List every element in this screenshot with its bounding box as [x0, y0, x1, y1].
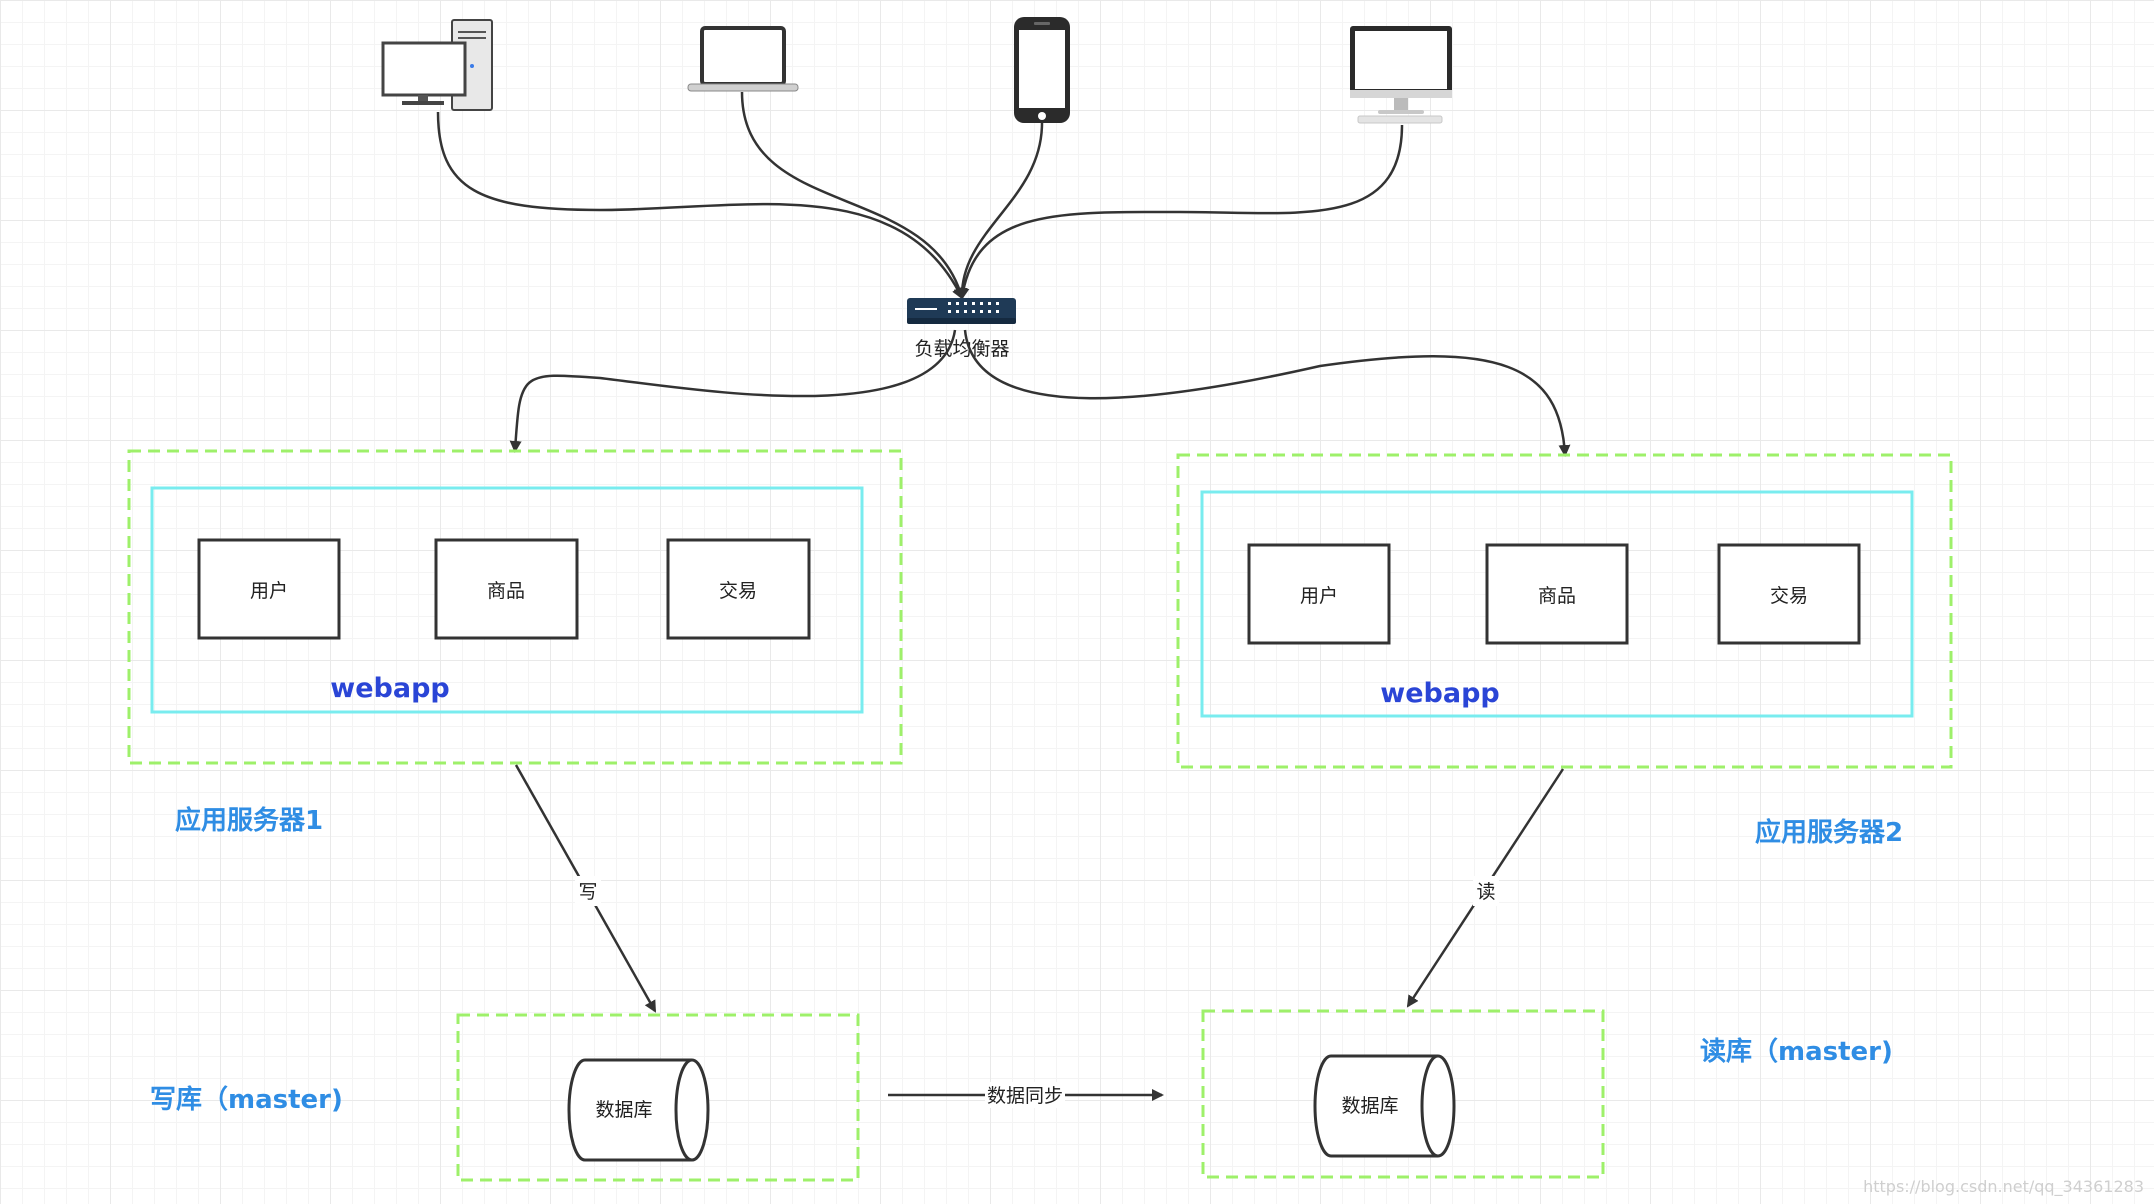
server-boundary — [1176, 453, 1953, 769]
db-connections — [514, 764, 1565, 1013]
svg-text:商品: 商品 — [487, 580, 525, 602]
db-boundary — [1201, 1009, 1605, 1179]
server-boundary — [127, 449, 903, 765]
database-icon — [1313, 1054, 1456, 1158]
read-db-label: 读库（master) — [1700, 1037, 1893, 1067]
svg-text:交易: 交易 — [1770, 585, 1808, 607]
module-box-trade: 交易 — [1717, 543, 1861, 645]
server-label-1: 应用服务器1 — [175, 805, 323, 836]
load-balancer-label: 负载均衡器 — [914, 338, 1009, 360]
webapp-label: webapp — [1380, 678, 1499, 709]
webapp-container — [150, 486, 864, 714]
svg-text:交易: 交易 — [719, 580, 757, 602]
svg-text:用户: 用户 — [250, 580, 288, 602]
write-edge-label: 写 — [578, 881, 597, 903]
app-server-2: 用户 商品 交易 webapp — [1176, 453, 1953, 769]
module-box-user: 用户 — [1247, 543, 1391, 645]
db-boundary — [456, 1013, 860, 1182]
database-label: 数据库 — [1341, 1095, 1398, 1117]
network-switch-icon — [907, 298, 1016, 324]
sync-label: 数据同步 — [987, 1085, 1063, 1107]
smartphone-icon — [1014, 17, 1070, 123]
module-box-product: 商品 — [434, 538, 579, 640]
laptop-icon — [687, 26, 799, 92]
webapp-container — [1200, 490, 1914, 718]
database-icon — [567, 1058, 710, 1162]
desktop-pc-icon — [381, 19, 493, 111]
server-connections — [509, 329, 1571, 457]
app-server-1: 用户 商品 交易 webapp — [127, 449, 903, 765]
server-label-2: 应用服务器2 — [1755, 817, 1903, 848]
module-box-product: 商品 — [1485, 543, 1629, 645]
client-connections — [436, 91, 1404, 300]
module-box-trade: 交易 — [666, 538, 811, 640]
imac-icon — [1350, 26, 1452, 124]
write-db-label: 写库（master) — [150, 1085, 343, 1115]
watermark: https://blog.csdn.net/qq_34361283 — [1863, 1177, 2144, 1197]
svg-text:商品: 商品 — [1538, 585, 1576, 607]
read-edge-label: 读 — [1476, 881, 1495, 903]
svg-text:用户: 用户 — [1300, 585, 1338, 607]
read-db-group: 数据库 — [1201, 1009, 1605, 1179]
module-box-user: 用户 — [197, 538, 341, 640]
database-label: 数据库 — [595, 1099, 652, 1121]
write-db-group: 数据库 — [456, 1013, 860, 1182]
webapp-label: webapp — [330, 673, 449, 704]
